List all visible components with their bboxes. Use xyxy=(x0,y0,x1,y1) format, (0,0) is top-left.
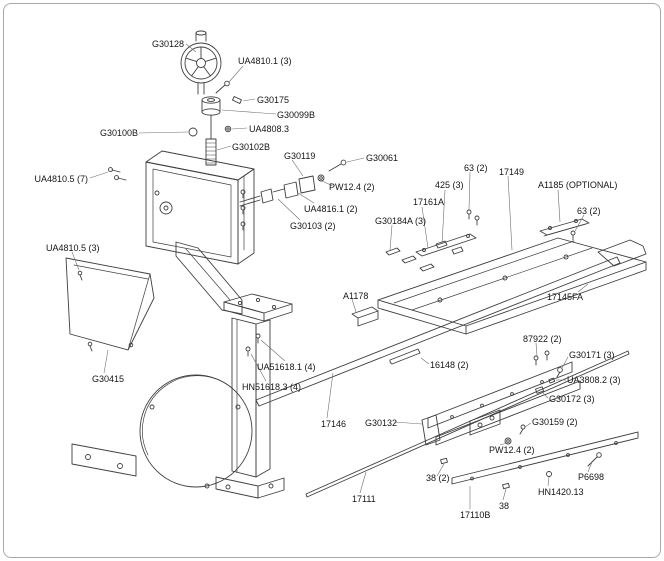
part-label: G30184A (3) xyxy=(375,216,427,226)
part-label: 17110B xyxy=(460,510,491,520)
part-label: UA4810.5 (7) xyxy=(34,174,88,184)
part-label: G30102B xyxy=(232,142,271,152)
part-label: 87922 (2) xyxy=(523,334,562,344)
part-label: 38 xyxy=(499,501,510,511)
part-label: UA4810.5 (3) xyxy=(46,243,100,253)
part-label: G30119 xyxy=(284,151,316,161)
part-label: 17161A xyxy=(413,197,445,207)
part-label: 17146 xyxy=(321,419,347,429)
leader-lines xyxy=(71,43,593,509)
part-label: G30061 xyxy=(366,153,399,163)
part-label: HN1420.13 xyxy=(538,487,584,497)
part-label: 17145FA xyxy=(547,292,584,302)
part-label: G30099B xyxy=(277,110,316,120)
part-label: 17111 xyxy=(352,494,376,504)
part-label: G30415 xyxy=(92,374,125,384)
part-label: P6698 xyxy=(578,472,605,482)
part-label: 17149 xyxy=(499,167,525,177)
part-label: UA4810.1 (3) xyxy=(238,56,292,66)
part-label: HN51618.3 (4) xyxy=(242,382,302,392)
part-label: UA4816.1 (2) xyxy=(304,204,358,214)
part-label: G30132 xyxy=(365,418,398,428)
part-label: A1185 (OPTIONAL) xyxy=(538,180,618,190)
part-label: 38 (2) xyxy=(426,473,450,483)
part-label: 425 (3) xyxy=(435,180,464,190)
part-label: G30171 (3) xyxy=(569,350,615,360)
part-label: UA4808.3 xyxy=(249,124,290,134)
part-label: UA3808.2 (3) xyxy=(567,375,621,385)
part-label: A1178 xyxy=(343,291,369,301)
part-label: G30159 (2) xyxy=(532,417,578,427)
part-label: G30128 xyxy=(151,39,184,49)
part-label: UA51618.1 (4) xyxy=(257,362,316,372)
part-label: G30172 (3) xyxy=(549,394,595,404)
part-label: 63 (2) xyxy=(577,206,601,216)
part-label: G30175 xyxy=(257,95,290,105)
part-label: PW12.4 (2) xyxy=(489,445,535,455)
part-label: G30103 (2) xyxy=(290,221,336,231)
part-label: PW12.4 (2) xyxy=(329,182,375,192)
part-label: G30100B xyxy=(99,128,138,138)
part-label: 63 (2) xyxy=(464,163,488,173)
part-label: 16148 (2) xyxy=(430,360,469,370)
